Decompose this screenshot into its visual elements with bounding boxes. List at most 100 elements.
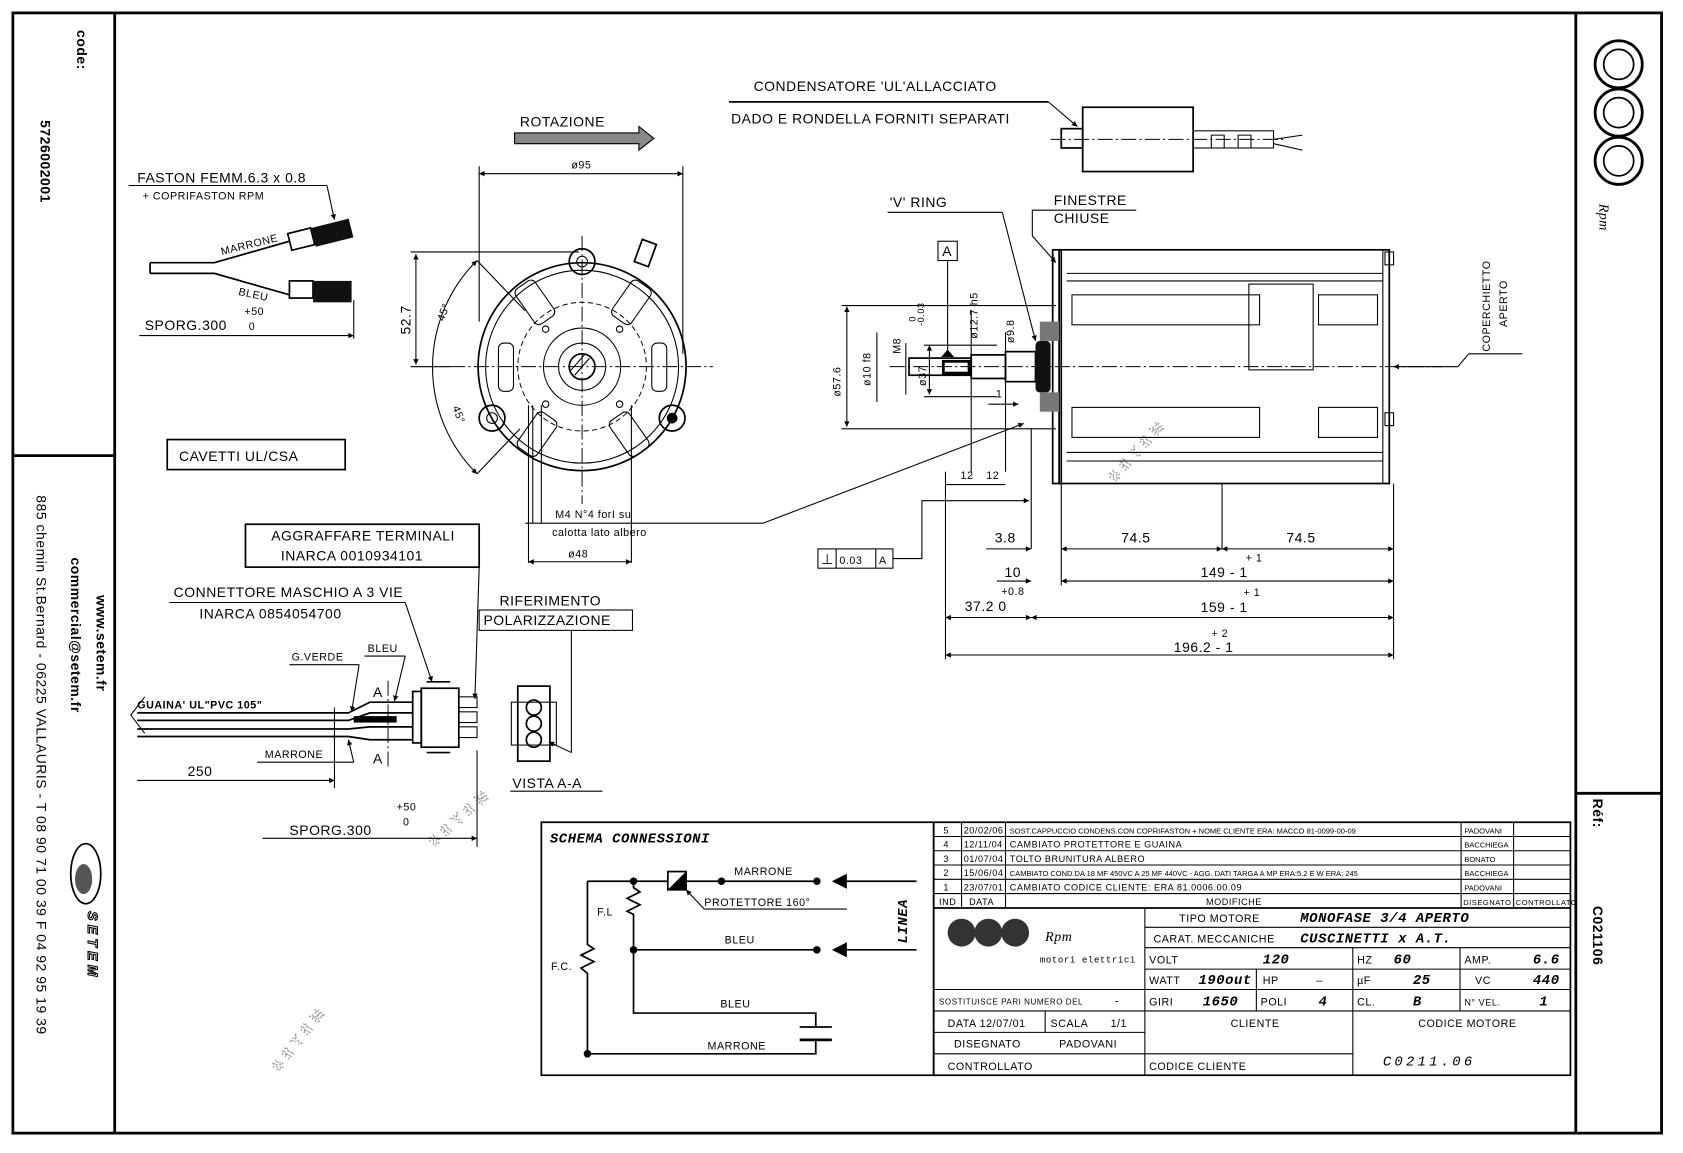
revision-date: 15/06/04 (964, 868, 1004, 878)
motor-side-view-stroke (1317, 294, 1379, 326)
watermark-text: SETEM (1105, 414, 1171, 484)
sheet-frame-stroke (11, 11, 1663, 1135)
sporg-label-2: SPORG.300 (289, 822, 371, 838)
vent-slots-stroke (497, 342, 515, 392)
chiuse-label: CHIUSE (1054, 210, 1110, 226)
website: www.setem.fr (93, 594, 109, 691)
setem-logo-stroke (69, 842, 102, 905)
connettore-label-2: INARCA 0854054700 (199, 606, 341, 622)
scala-label: SCALA (1051, 1018, 1089, 1030)
rev-header-date: DATA (969, 897, 994, 907)
faston-wiring-detail-stroke (286, 226, 316, 252)
cliente-label: CLIENTE (1231, 1018, 1280, 1030)
connector-wiring-detail-stroke (525, 731, 543, 749)
sporg-label: SPORG.300 (145, 317, 227, 333)
connector-wiring-detail-stroke (353, 716, 397, 723)
connector-wiring-detail-stroke (516, 685, 551, 763)
carat-label: CARAT. MECCANICHE (1153, 933, 1274, 945)
title-logo-sub: motori elettrici (1040, 955, 1136, 966)
scala-value: 1/1 (1111, 1018, 1128, 1030)
hz-value: 60 (1394, 953, 1412, 969)
rotation-arrow-icon (514, 125, 655, 152)
mounting-lugs-stroke (486, 412, 498, 425)
dim-159: 159 - 1 (1201, 599, 1248, 615)
codice-motore-label: CODICE MOTORE (1418, 1018, 1516, 1030)
dim-1: 1 (996, 389, 1003, 401)
motor-front-view-stroke (431, 260, 478, 475)
carat-value: CUSCINETTI x A.T. (1300, 931, 1451, 947)
capacitor-detail: CONDENSATORE 'UL'ALLACCIATO DADO E RONDE… (728, 78, 1303, 173)
vent-slots-stroke (516, 411, 558, 457)
schema-title: SCHEMA CONNESSIONI (550, 832, 710, 848)
g-verde-label: G.VERDE (292, 651, 344, 663)
connettore-label-1: CONNETTORE MASCHIO A 3 VIE (174, 584, 404, 600)
connector-wiring-detail-stroke (420, 687, 460, 749)
revision-change: TOLTO BRUNITURA ALBERO (1010, 854, 1145, 864)
connector-wiring-detail: AGGRAFFARE TERMINALI INARCA 0010934101 C… (130, 523, 634, 847)
connector-wiring-detail-stroke (426, 680, 451, 754)
faston-wiring-detail-stroke (313, 280, 352, 303)
faston-wiring-detail-stroke (288, 280, 314, 299)
watermark-text: SETEM (425, 784, 495, 850)
motor-front-view: ROTAZIONE ø95 52.7 45° 45° (398, 114, 1024, 565)
mounting-lugs-stroke (658, 404, 686, 432)
setem-logo: SETEM (69, 842, 102, 981)
connector-wiring-detail-stroke (525, 715, 543, 732)
revision-ind: 4 (943, 840, 949, 850)
dia12-7-dim: ø12.7 h5 (969, 292, 981, 339)
giri-label: GIRI (1149, 997, 1173, 1009)
revision-drawn-by: BONATO (1464, 855, 1495, 864)
dim-196-2-plus: + 2 (1211, 628, 1228, 640)
datum-a: A (942, 243, 952, 259)
amp-label: AMP. (1464, 955, 1491, 967)
motor-side-view-stroke (1039, 321, 1060, 341)
guaina-label: GUAINA' UL"PVC 105" (137, 700, 262, 712)
disegnato-value: PADOVANI (1059, 1038, 1117, 1050)
rpm-logo-stroke (1602, 96, 1635, 129)
revision-ind: 1 (943, 882, 949, 892)
setem-logo-stroke (75, 864, 93, 895)
ref-label: Réf: (1590, 799, 1606, 828)
schema-protettore: PROTETTORE 160° (704, 897, 810, 909)
holes-note-line2: calotta lato albero (552, 527, 647, 539)
motor-side-view-stroke (1071, 406, 1261, 438)
dia10-dim: ø10 f8 (861, 352, 873, 386)
dia95-dim: ø95 (571, 159, 591, 171)
cl-value: B (1413, 995, 1422, 1011)
m4-holes-stroke (615, 400, 624, 408)
connector-wiring-detail-stroke (130, 696, 146, 734)
riferimento-label-1: RIFERIMENTO (500, 593, 602, 609)
title-logo-text: Rpm (1044, 930, 1072, 945)
rpm-title-logo-stroke (1001, 918, 1030, 947)
angle-top: 45° (435, 302, 452, 323)
revision-change: SOST.CAPPUCCIO CONDENS.CON COPRIFASTON +… (1010, 826, 1356, 835)
faston-wiring-detail-stroke (311, 218, 354, 247)
connector-wiring-detail-stroke (458, 726, 478, 739)
motor-front-view-stroke (476, 260, 526, 312)
motor-side-view-stroke (1071, 294, 1261, 326)
connection-schematic-stroke (587, 1039, 817, 1055)
connection-schematic-stroke (583, 1050, 592, 1058)
code-label: code: (74, 30, 90, 70)
motor-side-view-stroke (1384, 251, 1395, 266)
motor-side-view: COPERCHIETTO APERTO A ø57.6 ø10 f8 M8 ø3… (817, 192, 1523, 660)
connector-wiring-detail-stroke (525, 699, 543, 716)
schema-bleu-mid: BLEU (725, 934, 755, 946)
connection-schematic-stroke (667, 871, 687, 890)
connector-wiring-detail-stroke (393, 655, 406, 702)
connector-wiring-detail-stroke (458, 696, 478, 709)
revision-date: 20/02/06 (964, 825, 1004, 835)
vent-slots (497, 279, 668, 457)
revision-ind: 2 (943, 868, 949, 878)
rpm-logo-stroke (1602, 48, 1635, 81)
watermark-text: SETEM (268, 1001, 330, 1074)
connection-schematic-stroke (625, 881, 642, 950)
vista-label: VISTA A-A (512, 775, 582, 791)
faston-label: FASTON FEMM.6.3 x 0.8 (137, 169, 306, 185)
motor-side-view-stroke (941, 349, 955, 358)
schema-bleu-low: BLEU (720, 999, 750, 1011)
setem-watermarks: SETEM SETEM SETEM (267, 413, 1171, 1075)
connection-schematic-stroke (717, 877, 726, 885)
motor-front-view-stroke (633, 238, 658, 268)
